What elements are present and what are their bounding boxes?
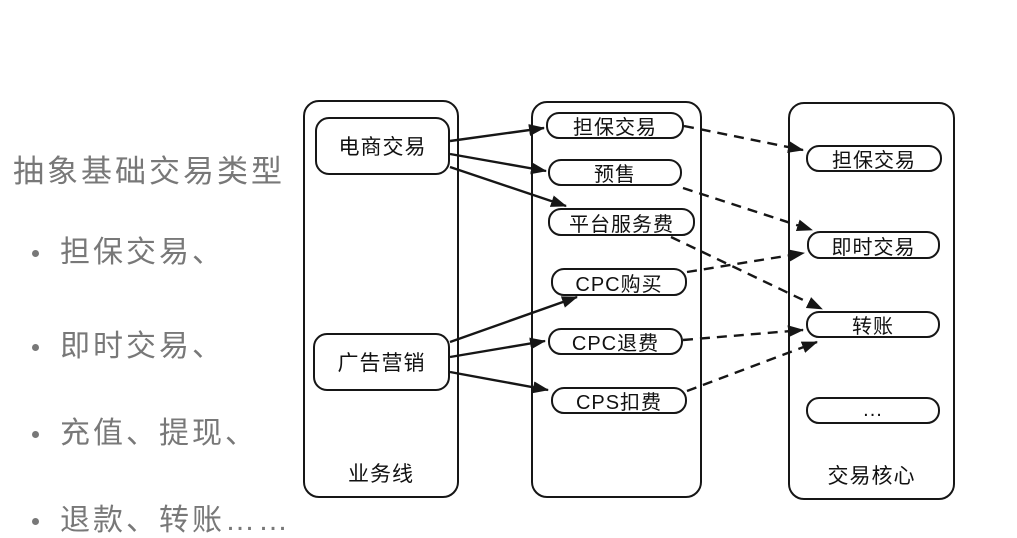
- bullet-item: 退款、转账……: [32, 504, 291, 538]
- node-instant-core: 即时交易: [807, 231, 940, 259]
- node-cps-deduction: CPS扣费: [551, 387, 687, 414]
- bullet-item: 即时交易、: [32, 330, 225, 364]
- bullet-text: 担保交易、: [60, 236, 225, 269]
- node-escrow-core: 担保交易: [806, 145, 942, 172]
- node-cpc-purchase: CPC购买: [551, 268, 687, 296]
- bullet-item: 担保交易、: [32, 236, 225, 270]
- container-label-business-lines: 业务线: [348, 463, 414, 486]
- bullet-item: 充值、提现、: [32, 417, 258, 451]
- node-platform-fee: 平台服务费: [548, 208, 695, 236]
- page-title: 抽象基础交易类型: [13, 154, 285, 189]
- node-ecommerce: 电商交易: [315, 117, 450, 175]
- bullet-dot-icon: [32, 343, 39, 351]
- bullet-text: 即时交易、: [60, 330, 225, 363]
- node-ad-marketing: 广告营销: [313, 333, 450, 391]
- node-presale: 预售: [548, 159, 682, 186]
- container-label-trade-core: 交易核心: [827, 465, 916, 488]
- node-escrow-mid: 担保交易: [546, 112, 684, 139]
- bullet-text: 充值、提现、: [60, 417, 258, 450]
- bullet-dot-icon: [32, 517, 39, 525]
- bullet-text: 退款、转账……: [60, 504, 291, 537]
- node-cpc-refund: CPC退费: [548, 328, 683, 355]
- node-more-core: ...: [806, 397, 940, 424]
- bullet-dot-icon: [32, 430, 39, 438]
- bullet-dot-icon: [32, 249, 39, 257]
- node-transfer-core: 转账: [806, 311, 940, 338]
- edge-ecommerce-escrow: [449, 124, 545, 143]
- edge-cpcpurchase-instantcore: [686, 249, 805, 274]
